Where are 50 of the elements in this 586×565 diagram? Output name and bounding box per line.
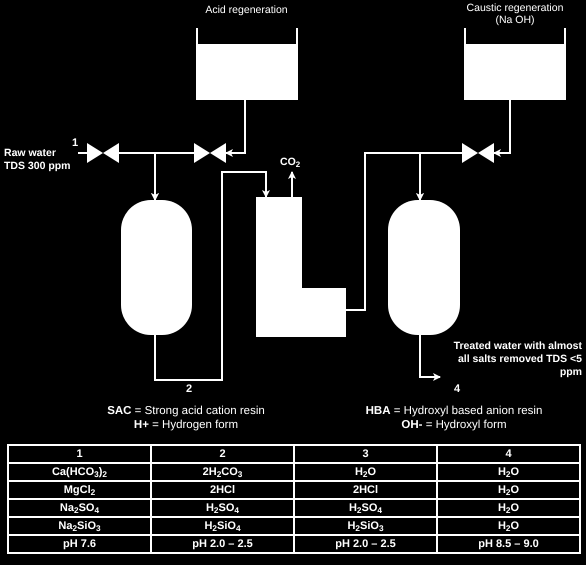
table-cell: H$_{2}$SO$_{4}$ xyxy=(294,499,437,517)
flow-arrow xyxy=(288,171,296,197)
flow-arrow xyxy=(416,152,462,201)
table-cell: H$_{2}$O xyxy=(437,463,580,481)
pipe-line xyxy=(78,152,87,154)
table-cell: 2HCl xyxy=(294,481,437,499)
table-cell: pH 2.0 – 2.5 xyxy=(151,535,294,553)
table-cell: H$_{2}$SiO$_{4}$ xyxy=(151,517,294,535)
flow-arrow xyxy=(225,100,246,157)
table-cell: 2 xyxy=(151,445,294,463)
degasser-tower xyxy=(256,197,346,337)
table-cell: Na$_{2}$SiO$_{3}$ xyxy=(8,517,151,535)
flow-arrow xyxy=(419,335,441,381)
stream-number: 4 xyxy=(452,383,462,395)
table-cell: H$_{2}$SO$_{4}$ xyxy=(151,499,294,517)
table-cell: 2H$_{2}$CO$_{3}$ xyxy=(151,463,294,481)
table-cell: H$_{2}$SiO$_{3}$ xyxy=(294,517,437,535)
table-cell: H$_{2}$O xyxy=(437,517,580,535)
valve-symbol xyxy=(462,143,494,163)
abbreviation-note: SAC = Strong acid cation resin xyxy=(107,404,265,418)
table-cell: H$_{2}$O xyxy=(294,463,437,481)
table-cell: MgCl$_{2}$ xyxy=(8,481,151,499)
table-cell: H$_{2}$O xyxy=(437,499,580,517)
abbreviation-note: OH- = Hydroxyl form xyxy=(401,418,507,432)
inlet-label: Raw water TDS 300 ppm xyxy=(4,147,78,175)
flow-arrow xyxy=(154,171,270,381)
table-cell: 3 xyxy=(294,445,437,463)
table-cell: 4 xyxy=(437,445,580,463)
table-cell: Na$_{2}$SO$_{4}$ xyxy=(8,499,151,517)
table-cell: Ca(HCO$_{3}$)$_{2}$ xyxy=(8,463,151,481)
table-cell: pH 7.6 xyxy=(8,535,151,553)
tank-label: Acid regeneration xyxy=(205,4,288,16)
gas-label: CO$_{2}$ xyxy=(280,156,304,172)
table-cell: H$_{2}$O xyxy=(437,481,580,499)
tank-label: Caustic regeneration (Na OH) xyxy=(466,2,564,26)
ion-exchange-column xyxy=(121,200,192,335)
table-cell: 2HCl xyxy=(151,481,294,499)
valve-symbol xyxy=(194,143,226,163)
stream-number: 2 xyxy=(184,383,194,395)
ion-exchange-column xyxy=(388,200,460,335)
table-cell: pH 8.5 – 9.0 xyxy=(437,535,580,553)
stream-number: 1 xyxy=(70,137,80,149)
table-cell: pH 2.0 – 2.5 xyxy=(294,535,437,553)
flow-arrow xyxy=(151,152,194,201)
abbreviation-note: H+ = Hydrogen form xyxy=(134,418,238,432)
abbreviation-note: HBA = Hydroxyl based anion resin xyxy=(366,404,542,418)
table-cell: 1 xyxy=(8,445,151,463)
outlet-label: Treated water with almost all salts removed TDS <5 ppm xyxy=(440,340,582,382)
valve-symbol xyxy=(87,143,119,163)
flow-arrow xyxy=(493,100,511,157)
